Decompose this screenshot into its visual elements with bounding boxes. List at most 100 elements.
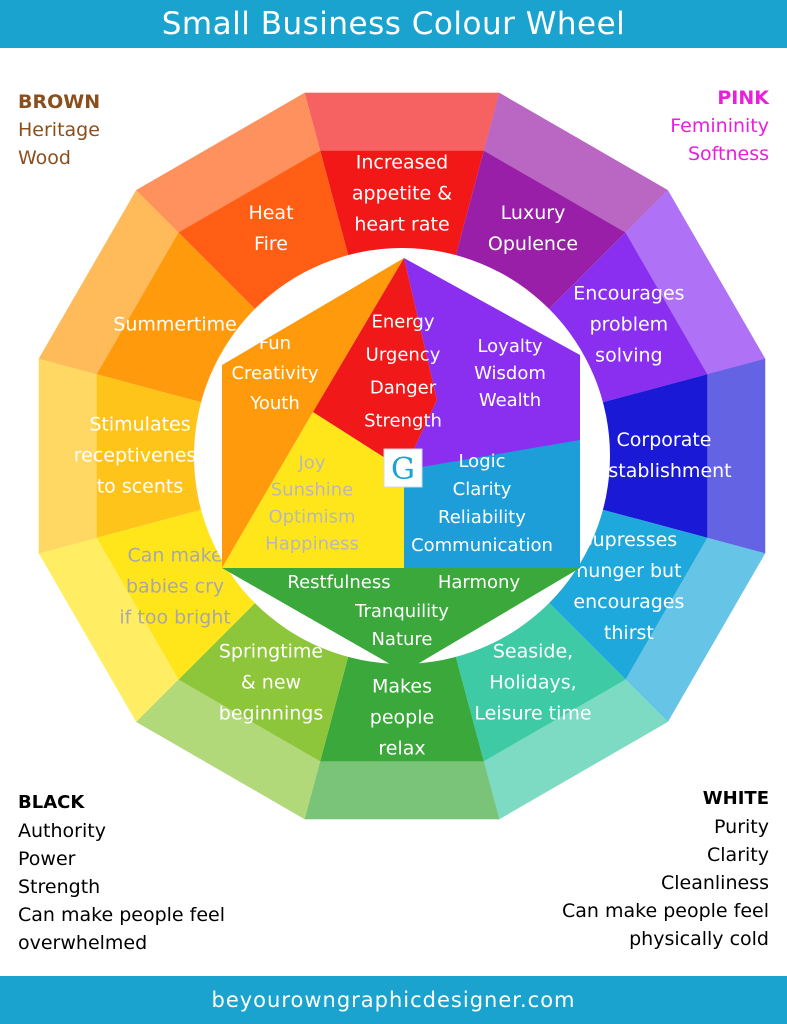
segment-label: problem xyxy=(590,314,669,336)
corner-brown-line: Wood xyxy=(18,147,71,169)
segment-label: Makes xyxy=(372,676,432,698)
segment-label: babies cry xyxy=(126,576,224,598)
segment-label: to scents xyxy=(97,476,184,498)
segment-fill xyxy=(453,597,668,820)
corner-black-line: Can make people feel xyxy=(18,904,225,926)
segment-label: Stimulates xyxy=(89,414,190,436)
segment-label: Increased xyxy=(356,152,448,174)
segment-label: if too bright xyxy=(119,607,230,629)
inner-region-label: Urgency xyxy=(366,345,441,366)
corner-black-line: Authority xyxy=(18,820,106,842)
inner-region-label: Sunshine xyxy=(271,480,354,501)
segment-orange: Summertime xyxy=(38,190,261,405)
corner-white-line: Cleanliness xyxy=(660,872,769,894)
corner-brown: BROWN Heritage Wood xyxy=(18,88,100,172)
inner-region-red xyxy=(313,258,437,470)
inner-region-label: Clarity xyxy=(453,479,512,500)
segment-outer-band xyxy=(304,92,500,151)
segment-fill xyxy=(304,649,500,820)
segment-fill xyxy=(136,597,351,820)
segment-label: Supresses xyxy=(581,529,678,551)
inner-region-label: Nature xyxy=(371,629,432,650)
inner-region-label: Creativity xyxy=(231,363,318,384)
inner-region-label: Youth xyxy=(249,393,300,414)
corner-white-line: Clarity xyxy=(707,844,769,866)
segment-label: people xyxy=(370,707,434,729)
inner-region-label: Tranquility xyxy=(354,601,449,622)
segment-teal: Seaside, Holidays, Leisure time xyxy=(453,597,668,820)
corner-pink-heading: PINK xyxy=(717,87,769,109)
logo-icon xyxy=(383,448,423,488)
segment-label: & new xyxy=(241,671,301,693)
segment-outer-band xyxy=(38,537,179,722)
inner-region-label: Danger xyxy=(370,378,437,399)
corner-black: BLACK Authority Power Strength Can make … xyxy=(18,789,225,957)
segment-fill xyxy=(595,358,766,554)
segment-label: receptiveness xyxy=(74,445,206,467)
segment-label: Can make xyxy=(128,545,223,567)
corner-white-line: physically cold xyxy=(629,928,769,950)
segment-fill xyxy=(543,507,766,722)
logo-badge: G xyxy=(383,448,423,488)
inner-region-label: Strength xyxy=(364,411,442,432)
corner-pink-line: Femininity xyxy=(670,115,769,137)
segment-red: Increased appetite & heart rate xyxy=(304,92,500,263)
segment-fill xyxy=(453,92,668,315)
segment-outer-band xyxy=(483,92,668,233)
segment-label: Establishment xyxy=(596,460,731,482)
inner-hexagon: EnergyUrgencyDangerStrengthLoyaltyWisdom… xyxy=(222,258,580,672)
inner-region-label: Communication xyxy=(411,535,553,556)
inner-region-label: Loyalty xyxy=(477,336,542,357)
segment-fill xyxy=(304,92,500,263)
segment-label: Leisure time xyxy=(474,702,591,724)
segment-label: Springtime xyxy=(219,640,323,662)
segment-outer-band xyxy=(304,761,500,820)
segment-fill xyxy=(38,507,261,722)
corner-black-heading: BLACK xyxy=(18,792,85,813)
segment-label: Summertime xyxy=(113,314,237,336)
segment-yellow-orange: Stimulates receptiveness to scents xyxy=(38,358,209,554)
inner-region-label: Wisdom xyxy=(474,363,546,384)
segment-label: appetite & xyxy=(352,183,452,205)
segment-label: Holidays, xyxy=(489,671,576,693)
inner-region-label: Joy xyxy=(298,453,326,474)
inner-region-label: Optimism xyxy=(268,507,355,528)
inner-region-label: Reliability xyxy=(438,507,526,528)
segment-outer-band xyxy=(38,358,97,554)
corner-brown-heading: BROWN xyxy=(18,91,101,113)
corner-black-line: Strength xyxy=(18,876,101,898)
inner-region-label: Harmony xyxy=(438,572,521,593)
segment-label: Encourages xyxy=(573,283,684,305)
segment-yellow: Can make babies cry if too bright xyxy=(38,507,261,722)
corner-pink-line: Softness xyxy=(687,143,769,165)
segment-label: Luxury xyxy=(501,202,566,224)
segment-outer-band xyxy=(625,190,766,375)
corner-white-line: Can make people feel xyxy=(562,900,769,922)
segment-label: Opulence xyxy=(488,233,578,255)
inner-region-yellow xyxy=(222,412,404,568)
inner-region-label: Logic xyxy=(458,451,505,472)
corner-brown-line: Heritage xyxy=(18,119,100,141)
inner-region-label: Fun xyxy=(259,333,291,354)
segment-label: Seaside, xyxy=(493,640,573,662)
corner-white: WHITE Purity Clarity Cleanliness Can mak… xyxy=(562,785,769,953)
segment-outer-band xyxy=(136,92,321,233)
inner-region-label: Happiness xyxy=(265,534,359,555)
logo-letter: G xyxy=(391,452,415,487)
segment-label: heart rate xyxy=(354,214,449,236)
corner-pink: PINK Femininity Softness xyxy=(670,84,769,168)
segment-fill xyxy=(543,190,766,405)
segment-outer-band xyxy=(38,190,179,375)
segment-label: encourages xyxy=(573,591,684,613)
segment-label: thirst xyxy=(604,622,654,644)
inner-region-green xyxy=(222,568,580,672)
